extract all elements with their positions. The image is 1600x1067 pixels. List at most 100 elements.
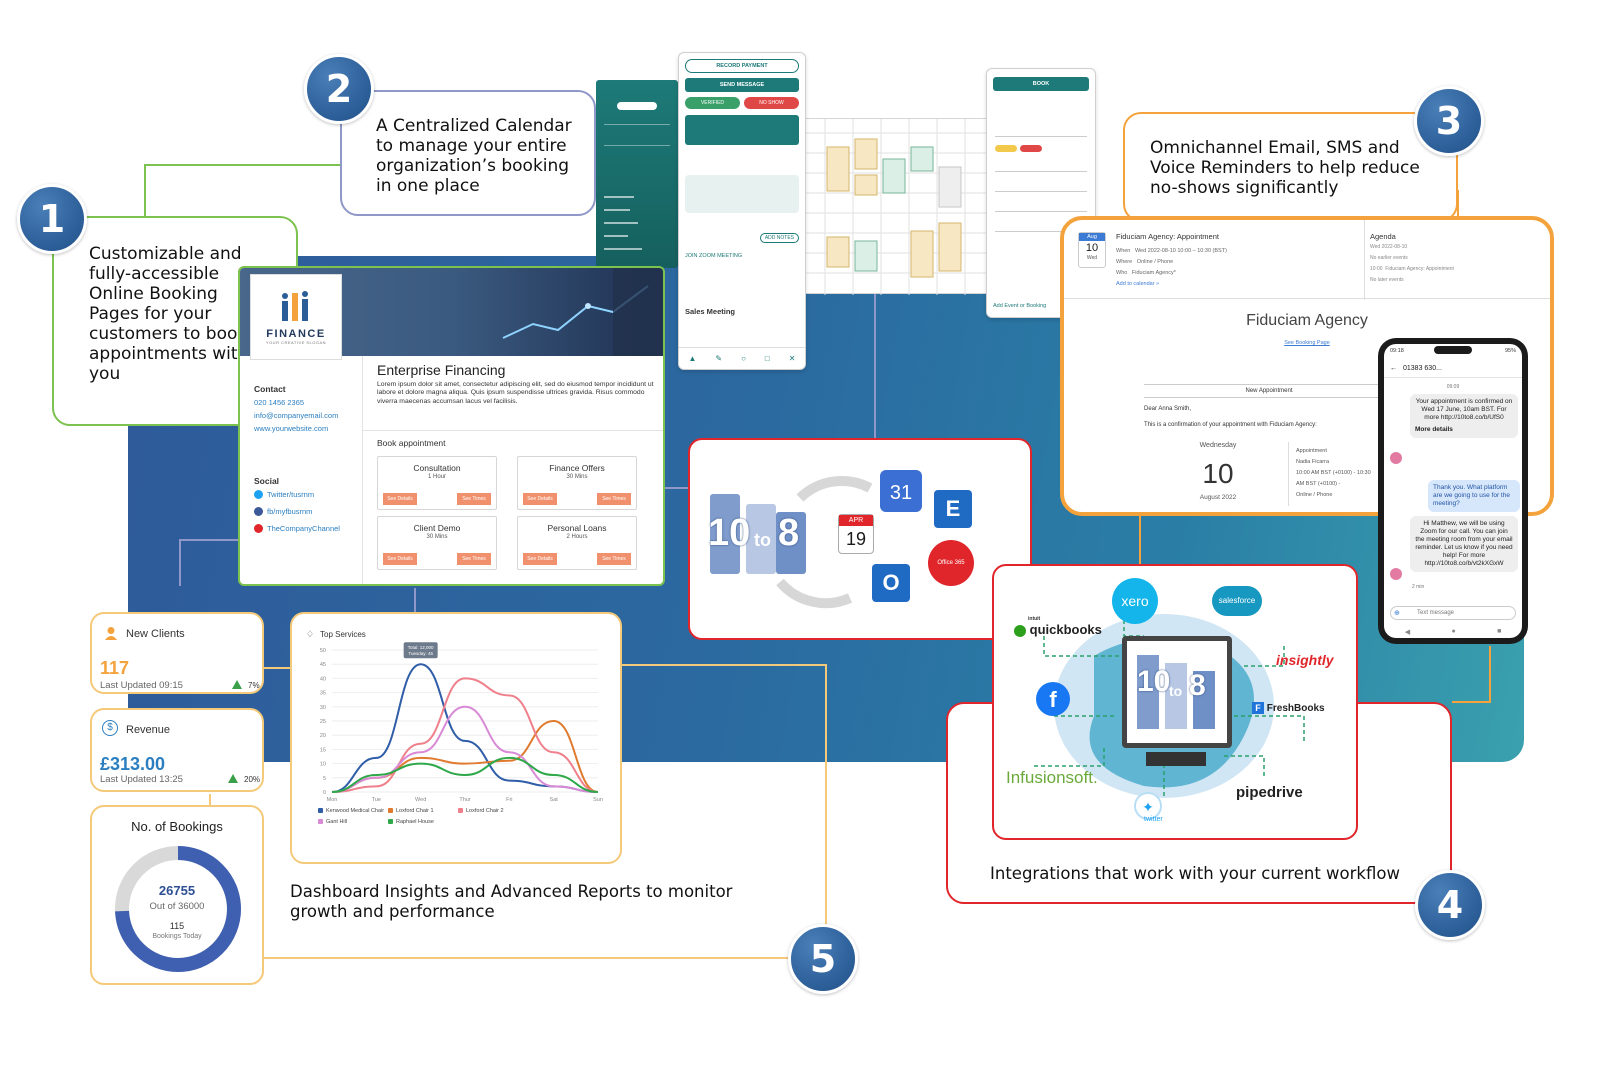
tooltip-day: Tuesday: 45: [408, 651, 433, 656]
facebook-link[interactable]: fb/myfbusrnm: [254, 507, 312, 516]
form-field[interactable]: [995, 127, 1087, 137]
y-tick-label: 35: [320, 691, 326, 697]
x-tick-label: Fri: [506, 797, 512, 803]
service-card-client-demo[interactable]: Client Demo 30 Mins See Details See Time…: [377, 516, 497, 570]
bookings-today-label: Bookings Today: [152, 933, 202, 940]
add-event-link[interactable]: Add Event or Booking: [993, 303, 1047, 309]
legend-swatch: [318, 808, 323, 813]
smartphone: 09:18 95% ← 01383 630... 09:09 Your appo…: [1378, 338, 1528, 644]
see-details-button[interactable]: See Details: [523, 493, 557, 505]
y-tick-label: 0: [323, 790, 326, 796]
legend-label: Raphael House: [396, 819, 434, 825]
x-tick-label: Thur: [459, 797, 470, 803]
calendar-grid[interactable]: [800, 118, 991, 295]
y-tick-label: 20: [320, 733, 326, 739]
message-time: 09:09: [1446, 384, 1460, 390]
youtube-icon: [254, 524, 263, 533]
sidebar-item[interactable]: [604, 209, 630, 211]
office365-icon: Office 365: [928, 540, 974, 586]
tag-chip[interactable]: [995, 145, 1017, 152]
monitor-stand: [1146, 752, 1206, 766]
see-details-button[interactable]: See Details: [383, 493, 417, 505]
alert-icon[interactable]: ▲: [688, 354, 697, 363]
no-show-button[interactable]: NO SHOW: [744, 97, 799, 109]
chart-tooltip: [403, 642, 438, 659]
service-card-consultation[interactable]: Consultation 1 Hour See Details See Time…: [377, 456, 497, 510]
form-field[interactable]: [995, 222, 1087, 232]
bookings-progress-arc: [115, 846, 241, 972]
bookings-value: 26755: [158, 883, 196, 898]
close-icon[interactable]: ✕: [788, 354, 796, 363]
add-icon[interactable]: ⊕: [1394, 610, 1400, 617]
see-details-button[interactable]: See Details: [523, 553, 557, 565]
feature-1-number: 1: [17, 184, 87, 254]
appt-month: August 2022: [1199, 494, 1237, 501]
see-details-button[interactable]: See Details: [383, 553, 417, 565]
contact-name: 01383 630...: [1403, 365, 1442, 372]
message-age: 2 min: [1412, 584, 1425, 590]
booking-page-link[interactable]: See Booking Page: [1284, 340, 1330, 346]
revenue-updated: Last Updated 13:25: [100, 774, 183, 785]
nav-recent-icon[interactable]: ■: [1497, 628, 1502, 635]
edit-icon[interactable]: ✎: [715, 354, 723, 363]
x-tick-label: Wed: [415, 797, 426, 803]
see-times-button[interactable]: See Times: [457, 493, 491, 505]
y-tick-label: 25: [320, 719, 326, 725]
integrations-panel: xero salesforce intuit quickbooks insigh…: [992, 564, 1358, 840]
form-field[interactable]: [995, 162, 1087, 172]
contact-website[interactable]: www.yourwebsite.com: [254, 424, 329, 433]
record-payment-button[interactable]: RECORD PAYMENT: [685, 59, 799, 73]
nav-back-icon[interactable]: ◀: [1404, 629, 1411, 636]
back-arrow-icon[interactable]: ←: [1390, 365, 1397, 372]
message-bubble: [685, 175, 799, 213]
twitter-link[interactable]: Twitter/tusrnm: [254, 490, 314, 499]
infusionsoft-logo: Infusionsoft.: [1006, 768, 1098, 787]
form-field[interactable]: [995, 202, 1087, 212]
see-times-button[interactable]: See Times: [597, 553, 631, 565]
bookings-donut: [115, 846, 241, 972]
revenue-card: $ Revenue £313.00 Last Updated 13:25 20%: [90, 708, 264, 792]
contact-email[interactable]: info@companyemail.com: [254, 411, 339, 420]
sidebar-item[interactable]: [604, 222, 638, 224]
xero-logo: xero: [1112, 578, 1158, 624]
service-card-personal-loans[interactable]: Personal Loans 2 Hours See Details See T…: [517, 516, 637, 570]
copy-icon[interactable]: □: [764, 354, 770, 363]
y-tick-label: 10: [320, 762, 326, 768]
youtube-link[interactable]: TheCompanyChannel: [254, 524, 340, 533]
feature-3-number: 3: [1414, 86, 1484, 156]
business-person-graphic: [502, 268, 663, 356]
see-times-button[interactable]: See Times: [597, 493, 631, 505]
see-times-button[interactable]: See Times: [457, 553, 491, 565]
tag-chip[interactable]: [1020, 145, 1042, 152]
book-button[interactable]: BOOK: [993, 77, 1089, 91]
add-notes-button[interactable]: ADD NOTES: [759, 233, 799, 243]
social-heading: Social: [254, 476, 280, 486]
nav-home-icon[interactable]: ●: [1451, 628, 1456, 635]
sidebar-toggle[interactable]: [617, 102, 657, 110]
join-zoom-link[interactable]: JOIN ZOOM MEETING: [685, 253, 743, 259]
form-field[interactable]: [995, 182, 1087, 192]
attach-icon[interactable]: ○: [741, 354, 746, 363]
send-message-button[interactable]: SEND MESSAGE: [685, 78, 799, 92]
sidebar-item[interactable]: [604, 196, 634, 198]
outlook-icon: O: [872, 564, 910, 602]
contact-phone[interactable]: 020 1456 2365: [254, 398, 305, 407]
text-message-input[interactable]: Text message: [1390, 606, 1516, 620]
verified-button[interactable]: VERIFIED: [685, 97, 740, 109]
series-line: [331, 705, 599, 793]
agency-name: Fiduciam Agency: [1246, 312, 1368, 329]
agenda-heading: Agenda: [1370, 232, 1396, 241]
y-tick-label: 30: [320, 705, 326, 711]
pipedrive-logo: pipedrive: [1236, 784, 1303, 801]
sidebar-item[interactable]: [604, 248, 642, 250]
twitter-icon: [254, 490, 263, 499]
email-subject: Fiduciam Agency: Appointment: [1116, 232, 1219, 241]
sidebar-item[interactable]: [604, 235, 628, 237]
bookings-out-of: Out of 36000: [149, 901, 205, 912]
calendar-sync-panel: 10 to 8 31 E APR 19 O Office 365: [688, 438, 1032, 640]
feature-5-number: 5: [788, 924, 858, 994]
ten-to-eight-logo: 10 to 8: [706, 494, 812, 574]
add-to-calendar-link[interactable]: Add to calendar »: [1116, 281, 1160, 287]
freshbooks-logo: F FreshBooks: [1252, 702, 1325, 714]
service-card-finance-offers[interactable]: Finance Offers 30 Mins See Details See T…: [517, 456, 637, 510]
